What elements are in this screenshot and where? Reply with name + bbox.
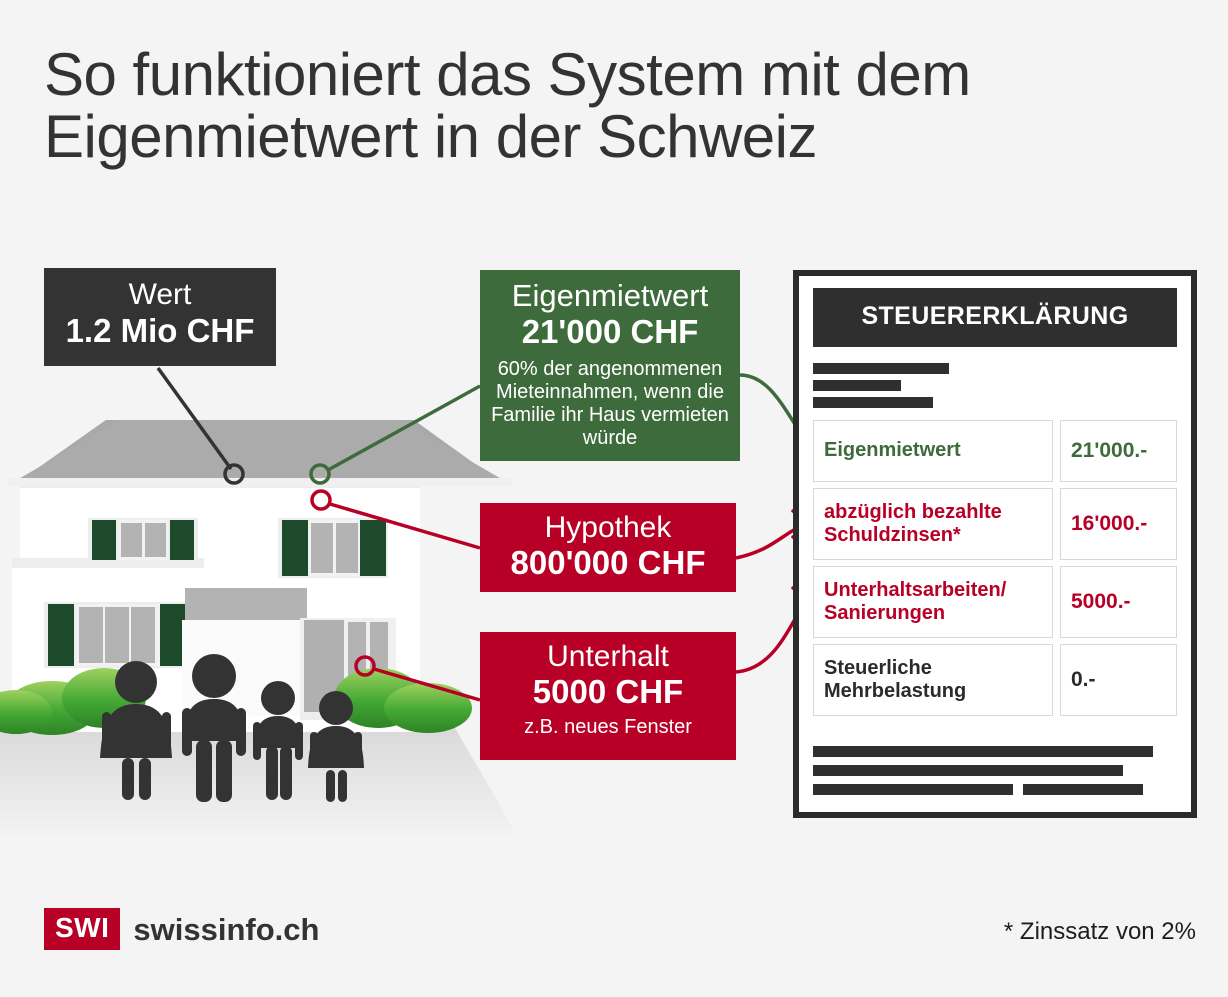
row-value: 5000.- (1060, 566, 1177, 638)
form-title: STEUERERKLÄRUNG (813, 288, 1177, 347)
row-value: 21'000.- (1060, 420, 1177, 482)
callout-eigenmietwert: Eigenmietwert 21'000 CHF 60% der angenom… (480, 270, 740, 461)
callout-wert: Wert 1.2 Mio CHF (44, 268, 276, 366)
logo-mark: SWI (44, 908, 121, 950)
row-label: Unterhaltsarbeiten/ Sanierungen (813, 566, 1053, 638)
redacted-bar (813, 746, 1153, 757)
redacted-bar (813, 363, 949, 374)
row-label: Steuerliche Mehrbelastung (813, 644, 1053, 716)
window-upper-left (88, 518, 198, 562)
callout-wert-amount: 1.2 Mio CHF (65, 311, 255, 349)
window-lower-left (44, 602, 188, 668)
callout-unterhalt-amount: 5000 CHF (532, 672, 684, 710)
swissinfo-logo[interactable]: SWI swissinfo.ch (44, 908, 319, 950)
row-label: Eigenmietwert (813, 420, 1053, 482)
row-value: 0.- (1060, 644, 1177, 716)
house-illustration (0, 420, 520, 840)
figure-mother (100, 661, 172, 800)
callout-unterhalt: Unterhalt 5000 CHF z.B. neues Fenster (480, 632, 736, 760)
callout-wert-title: Wert (128, 278, 192, 311)
table-row: abzüglich bezahlte Schuldzinsen* 16'000.… (813, 488, 1177, 560)
redacted-bar (813, 380, 901, 391)
figure-child-boy (253, 681, 303, 800)
logo-text: swissinfo.ch (133, 911, 320, 947)
callout-eigenmietwert-amount: 21'000 CHF (521, 312, 699, 350)
entry-canopy (185, 588, 307, 622)
family-silhouettes (100, 654, 364, 802)
page-title: So funktioniert das System mit dem Eigen… (44, 41, 971, 170)
figure-child-girl (308, 691, 364, 802)
table-row: Steuerliche Mehrbelastung 0.- (813, 644, 1177, 716)
callout-hypothek-amount: 800'000 CHF (510, 543, 706, 581)
redacted-bar (1023, 784, 1143, 795)
table-row: Unterhaltsarbeiten/ Sanierungen 5000.- (813, 566, 1177, 638)
figure-father (182, 654, 246, 802)
footnote: * Zinssatz von 2% (1003, 918, 1196, 945)
row-label: abzüglich bezahlte Schuldzinsen* (813, 488, 1053, 560)
callout-unterhalt-note: z.B. neues Fenster (524, 716, 692, 739)
form-rows: Eigenmietwert 21'000.- abzüglich bezahlt… (813, 420, 1177, 716)
table-row: Eigenmietwert 21'000.- (813, 420, 1177, 482)
redacted-bar (813, 765, 1123, 776)
callout-eigenmietwert-title: Eigenmietwert (511, 278, 709, 313)
redacted-bar (813, 397, 933, 408)
redacted-lines-bottom (813, 746, 1177, 803)
callout-hypothek-title: Hypothek (544, 511, 672, 544)
callout-hypothek: Hypothek 800'000 CHF (480, 503, 736, 592)
window-upper-right (278, 518, 388, 578)
row-value: 16'000.- (1060, 488, 1177, 560)
callout-unterhalt-title: Unterhalt (547, 640, 669, 673)
redacted-bar (813, 784, 1013, 795)
callout-eigenmietwert-note: 60% der angenommenen Mieteinnahmen, wenn… (491, 358, 729, 449)
redacted-lines-top (813, 363, 1177, 408)
tax-declaration-form: STEUERERKLÄRUNG Eigenmietwert 21'000.- a… (793, 270, 1197, 818)
